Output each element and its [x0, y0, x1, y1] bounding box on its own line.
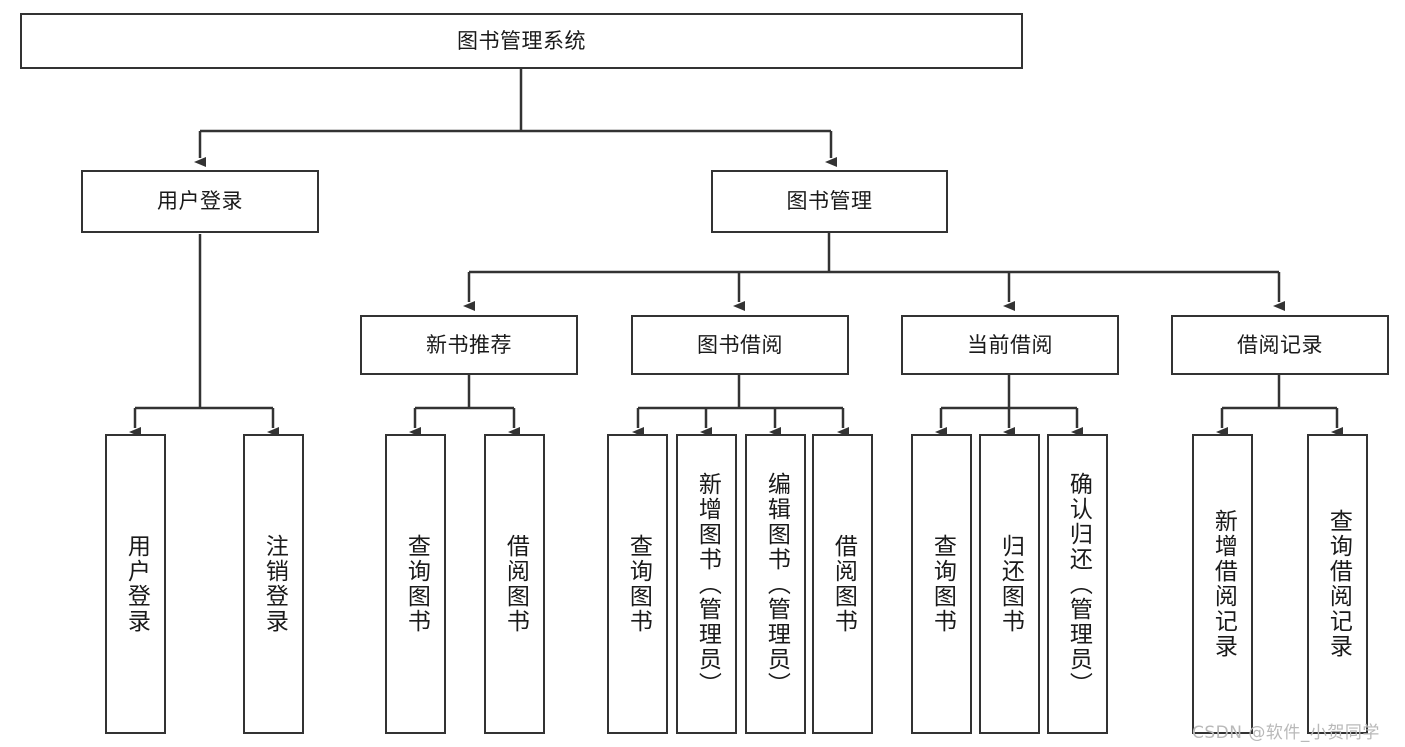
- leaf-query-book-current[interactable]: 查询图书: [911, 434, 972, 734]
- node-label: 新增借阅记录: [1210, 509, 1237, 659]
- leaf-user-login[interactable]: 用户登录: [105, 434, 166, 734]
- node-label: 注销登录: [261, 534, 288, 634]
- leaf-query-book-recommend[interactable]: 查询图书: [385, 434, 446, 734]
- leaf-return-book[interactable]: 归还图书: [979, 434, 1040, 734]
- node-label: 确认归还（管理员）: [1065, 471, 1092, 697]
- node-new-book-recommend[interactable]: 新书推荐: [360, 315, 578, 375]
- node-user-login[interactable]: 用户登录: [81, 170, 319, 233]
- leaf-query-borrow-record[interactable]: 查询借阅记录: [1307, 434, 1368, 734]
- node-label: 借阅记录: [1237, 332, 1323, 357]
- node-label: 查询图书: [403, 534, 430, 634]
- node-label: 查询借阅记录: [1325, 509, 1352, 659]
- csdn-watermark: CSDN @软件_小贺同学: [1192, 723, 1380, 743]
- node-book-borrow[interactable]: 图书借阅: [631, 315, 849, 375]
- leaf-query-book-borrow[interactable]: 查询图书: [607, 434, 668, 734]
- node-label: 图书借阅: [697, 332, 783, 357]
- leaf-borrow-book[interactable]: 借阅图书: [812, 434, 873, 734]
- leaf-borrow-book-recommend[interactable]: 借阅图书: [484, 434, 545, 734]
- node-label: 新增图书（管理员）: [694, 471, 721, 697]
- node-label: 图书管理系统: [457, 28, 586, 53]
- node-label: 用户登录: [157, 189, 243, 213]
- leaf-edit-book-admin[interactable]: 编辑图书（管理员）: [745, 434, 806, 734]
- leaf-add-book-admin[interactable]: 新增图书（管理员）: [676, 434, 737, 734]
- node-label: 借阅图书: [830, 534, 857, 634]
- node-book-management[interactable]: 图书管理: [711, 170, 948, 233]
- node-borrow-record[interactable]: 借阅记录: [1171, 315, 1389, 375]
- node-label: 当前借阅: [967, 332, 1053, 357]
- node-label: 归还图书: [997, 534, 1024, 634]
- node-label: 编辑图书（管理员）: [763, 471, 790, 697]
- node-label: 借阅图书: [502, 534, 529, 634]
- node-label: 新书推荐: [426, 332, 512, 357]
- node-current-borrow[interactable]: 当前借阅: [901, 315, 1119, 375]
- leaf-add-borrow-record[interactable]: 新增借阅记录: [1192, 434, 1253, 734]
- node-label: 查询图书: [625, 534, 652, 634]
- node-label: 用户登录: [123, 534, 150, 634]
- node-label: 查询图书: [929, 534, 956, 634]
- node-label: 图书管理: [786, 189, 873, 213]
- node-root-book-management-system[interactable]: 图书管理系统: [20, 13, 1023, 69]
- leaf-logout-login[interactable]: 注销登录: [243, 434, 304, 734]
- leaf-confirm-return-admin[interactable]: 确认归还（管理员）: [1047, 434, 1108, 734]
